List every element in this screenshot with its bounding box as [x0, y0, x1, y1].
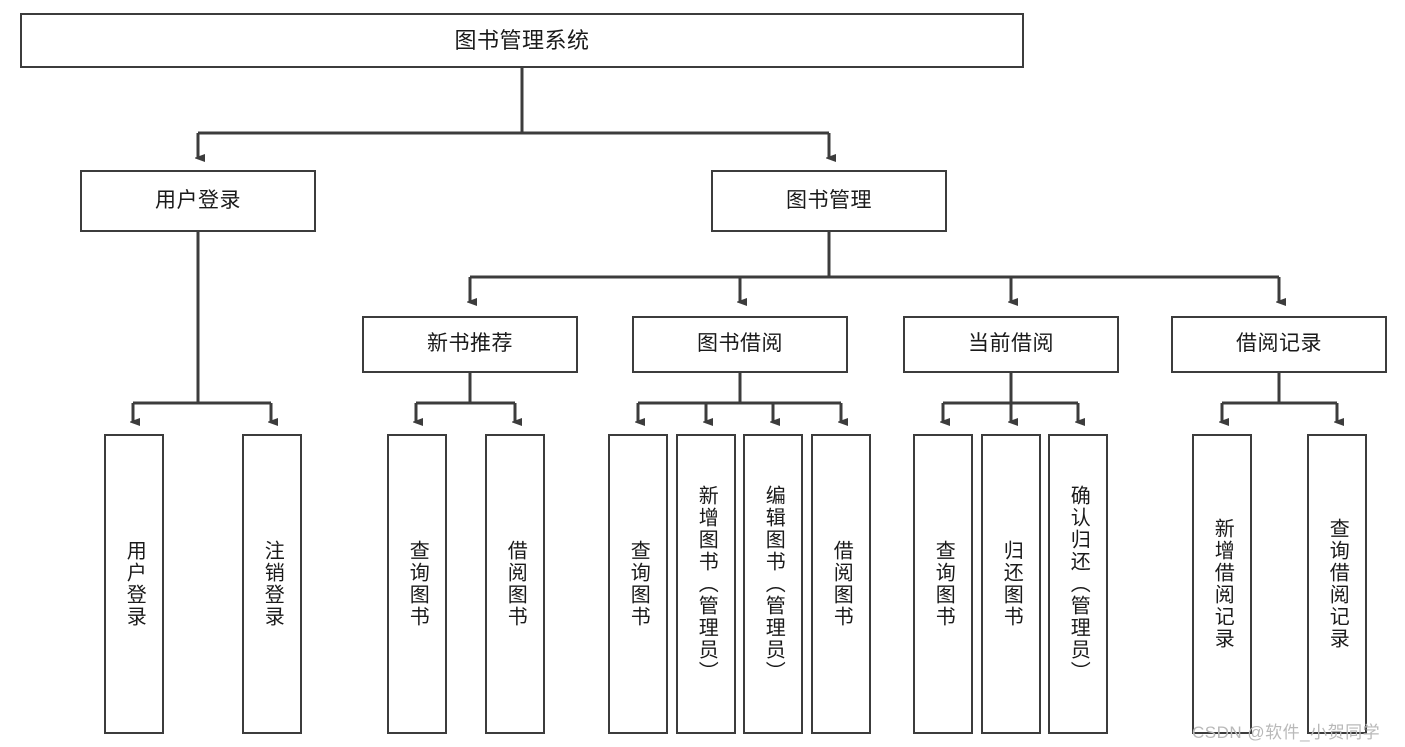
leaf-add-borrow-record[interactable]: 新增借阅记录 [1192, 434, 1252, 734]
leaf-query-book-current[interactable]: 查询图书 [913, 434, 973, 734]
node-label: 查询图书 [932, 540, 955, 628]
leaf-add-book-admin[interactable]: 新增图书（管理员） [676, 434, 736, 734]
node-label: 新书推荐 [427, 332, 513, 356]
node-label: 注销登录 [261, 540, 284, 628]
node-book-borrow[interactable]: 图书借阅 [632, 316, 848, 373]
leaf-edit-book-admin[interactable]: 编辑图书（管理员） [743, 434, 803, 734]
node-label: 借阅记录 [1236, 332, 1322, 356]
node-new-book-recommend[interactable]: 新书推荐 [362, 316, 578, 373]
node-label: 查询借阅记录 [1326, 518, 1349, 650]
node-label: 用户登录 [123, 540, 146, 628]
leaf-user-logout[interactable]: 注销登录 [242, 434, 302, 734]
watermark-text: CSDN @软件_小贺同学 [1192, 723, 1381, 742]
node-label: 图书借阅 [697, 332, 783, 356]
node-borrow-record[interactable]: 借阅记录 [1171, 316, 1387, 373]
node-label: 确认归还（管理员） [1067, 485, 1090, 683]
leaf-borrow-book-recommend[interactable]: 借阅图书 [485, 434, 545, 734]
node-label: 当前借阅 [968, 332, 1054, 356]
node-book-management-system[interactable]: 图书管理系统 [20, 13, 1024, 68]
leaf-confirm-return-admin[interactable]: 确认归还（管理员） [1048, 434, 1108, 734]
leaf-return-book[interactable]: 归还图书 [981, 434, 1041, 734]
leaf-query-book-borrow[interactable]: 查询图书 [608, 434, 668, 734]
node-label: 查询图书 [406, 540, 429, 628]
leaf-query-borrow-record[interactable]: 查询借阅记录 [1307, 434, 1367, 734]
node-book-management[interactable]: 图书管理 [711, 170, 947, 232]
node-label: 编辑图书（管理员） [762, 485, 785, 683]
node-label: 图书管理系统 [454, 27, 590, 53]
node-current-borrow[interactable]: 当前借阅 [903, 316, 1119, 373]
leaf-user-login[interactable]: 用户登录 [104, 434, 164, 734]
node-user-login[interactable]: 用户登录 [80, 170, 316, 232]
node-label: 归还图书 [1000, 540, 1023, 628]
node-label: 图书管理 [786, 188, 872, 212]
leaf-query-book-recommend[interactable]: 查询图书 [387, 434, 447, 734]
node-label: 用户登录 [155, 188, 241, 212]
node-label: 新增图书（管理员） [695, 485, 718, 683]
node-label: 借阅图书 [830, 540, 853, 628]
node-label: 新增借阅记录 [1211, 518, 1234, 650]
leaf-borrow-book[interactable]: 借阅图书 [811, 434, 871, 734]
node-label: 查询图书 [627, 540, 650, 628]
node-label: 借阅图书 [504, 540, 527, 628]
